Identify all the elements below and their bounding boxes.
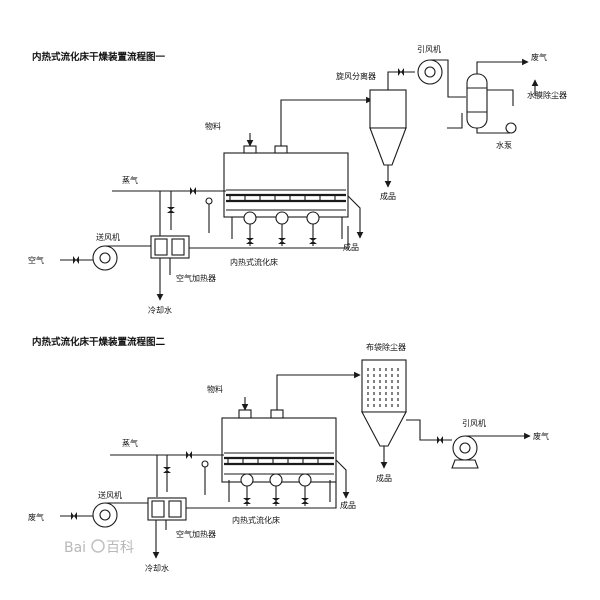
watermark-cn: 百科 <box>106 540 134 556</box>
blower-1 <box>60 245 151 271</box>
blower-label-1: 送风机 <box>96 232 120 242</box>
induced-fan-2 <box>437 432 531 469</box>
exhaust-out-label-2: 废气 <box>533 431 549 441</box>
air-heater-label-2: 空气加热器 <box>176 529 216 539</box>
air-label: 空气 <box>28 255 44 265</box>
cyclone-product-label: 成品 <box>380 191 396 201</box>
bed-product-label-2: 成品 <box>340 500 356 510</box>
filter-product-label: 成品 <box>376 473 392 483</box>
water-film-dust-collector <box>447 58 539 134</box>
water-pump <box>505 122 517 134</box>
fluid-bed-1 <box>223 145 364 246</box>
bed-label-1: 内热式流化床 <box>230 257 278 267</box>
cyclone-label: 旋风分离器 <box>336 71 376 81</box>
diagram-two-title: 内热式流化床干燥装置流程图二 <box>32 336 166 348</box>
air-heater-label-1: 空气加热器 <box>176 273 216 283</box>
water-film-label: 水膜除尘器 <box>527 90 567 100</box>
bed-label-2: 内热式流化床 <box>232 515 280 525</box>
blower-label-2: 送风机 <box>98 490 122 500</box>
exhaust-in-label-2: 废气 <box>28 512 44 522</box>
induced-fan-1 <box>417 59 466 98</box>
steam-label-1: 蒸气 <box>122 175 138 185</box>
diagram-two: 内热式流化床干燥装置流程图二 物料 <box>28 336 549 573</box>
watermark: Bai 百科 <box>64 539 134 556</box>
diagram-one: 内热式流化床干燥装置流程图一 <box>28 44 567 315</box>
induced-fan-label-2: 引风机 <box>462 418 486 428</box>
air-heater-2 <box>147 482 337 559</box>
steam-label-2: 蒸气 <box>122 438 138 448</box>
diagram-one-title: 内热式流化床干燥装置流程图一 <box>32 51 166 63</box>
material-label-1: 物料 <box>205 121 221 131</box>
exhaust-label-1: 废气 <box>531 52 547 62</box>
bag-filter-dust-collector <box>361 359 452 469</box>
fluid-bed-2 <box>221 409 350 506</box>
bag-filter-label: 布袋除尘器 <box>366 342 406 352</box>
cooling-water-label-2: 冷却水 <box>145 563 169 573</box>
cyclone-separator <box>369 71 415 188</box>
watermark-latin: Bai <box>64 540 86 556</box>
bed-product-label-1: 成品 <box>343 242 359 252</box>
material-label-2: 物料 <box>207 384 223 394</box>
air-heater-1 <box>150 226 349 301</box>
cooling-water-label-1: 冷却水 <box>148 305 172 315</box>
induced-fan-label-1: 引风机 <box>417 44 441 54</box>
water-pump-label: 水泵 <box>496 140 512 150</box>
blower-2 <box>60 502 148 528</box>
